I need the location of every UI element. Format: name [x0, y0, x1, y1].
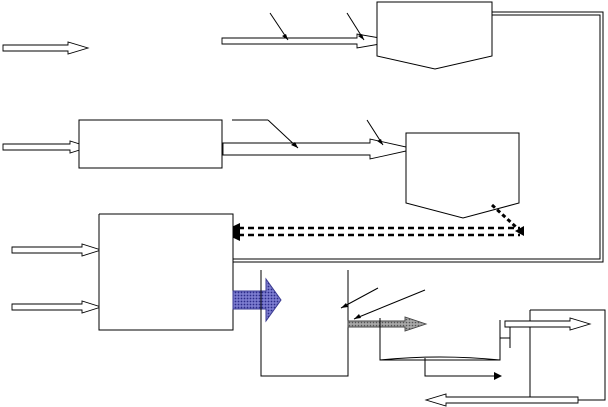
- output-arrow-right-2: [504, 317, 592, 331]
- pointer-head-1: [282, 34, 288, 40]
- tank-1: [376, 1, 493, 70]
- return-line-inner: [228, 14, 601, 260]
- lower-flow-head: [494, 372, 502, 380]
- separator-top: [379, 318, 501, 361]
- storage-box: [529, 309, 606, 401]
- pointer-line-5: [340, 287, 379, 309]
- dashed-return-end: [515, 226, 524, 236]
- input-arrow-3: [11, 243, 103, 257]
- feed-arrow-middle: [222, 138, 416, 160]
- tank-2: [405, 132, 520, 219]
- lower-flow-line: [424, 358, 495, 377]
- feed-arrow-top: [221, 33, 398, 49]
- pointer-head-5: [341, 303, 348, 308]
- separator-curve: [379, 356, 501, 361]
- mixer-box: [98, 213, 234, 331]
- dashed-connector: [490, 203, 518, 229]
- open-vessel: [260, 270, 349, 377]
- pointer-head-4: [377, 139, 383, 145]
- process-box-1: [78, 119, 223, 169]
- pointer-head-2: [358, 34, 364, 40]
- pointer-head-3: [291, 142, 298, 148]
- input-arrow-2: [2, 140, 91, 154]
- transfer-arrow-gray: [347, 316, 428, 332]
- return-line-outer: [228, 11, 604, 263]
- output-arrow-bottom: [424, 393, 579, 407]
- pointer-line-6: [353, 289, 426, 320]
- input-arrow-1: [2, 41, 90, 55]
- input-arrow-4: [11, 300, 103, 314]
- pointer-line-3b: [267, 119, 299, 149]
- transfer-arrow-blue: [232, 277, 282, 323]
- pointer-head-6: [354, 314, 361, 319]
